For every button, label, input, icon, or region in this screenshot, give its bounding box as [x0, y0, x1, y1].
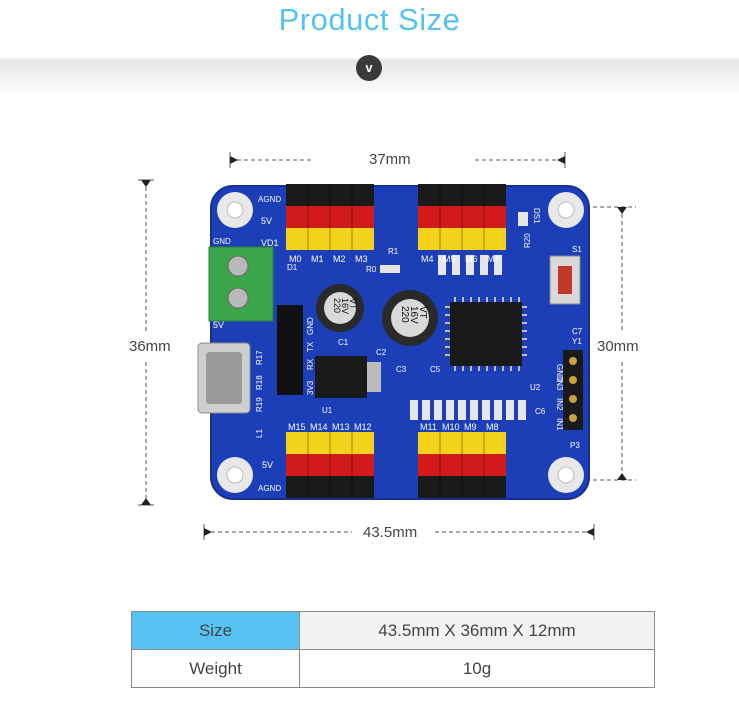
- component-label: C3: [396, 365, 407, 374]
- component-label: GND: [306, 317, 315, 335]
- pin-label-left: AGND: [258, 484, 281, 493]
- component-label: DS1: [532, 208, 541, 224]
- uart-header: [277, 305, 303, 395]
- component-label: Y1: [572, 337, 582, 346]
- component-label: IN3: [555, 378, 564, 391]
- pin-label-top: M1: [311, 254, 324, 264]
- usb-port: [197, 342, 251, 414]
- spec-key: Weight: [131, 649, 300, 688]
- component-label: R19: [255, 397, 264, 412]
- pin-label-bottom: M8: [486, 422, 499, 432]
- spec-table: Size 43.5mm X 36mm X 12mm Weight 10g: [131, 611, 655, 688]
- pin-label-top: M4: [421, 254, 434, 264]
- capacitor-2: [382, 290, 438, 346]
- dimension-height-right: 30mm: [597, 338, 639, 355]
- terminal-block: [208, 246, 274, 322]
- component-label: R17: [255, 350, 264, 365]
- dimension-width-bottom: 43.5mm: [363, 524, 418, 541]
- pin-label-left: AGND: [258, 195, 281, 204]
- component-label: C2: [376, 348, 387, 357]
- component-label: 3V3: [306, 380, 315, 395]
- pin-label-bottom: M9: [464, 422, 477, 432]
- regulator-u1: [315, 356, 367, 398]
- pin-label-top: M0: [289, 254, 302, 264]
- capacitor-label: 220: [332, 298, 342, 313]
- capacitor-label: 16V: [340, 298, 350, 314]
- component-label: R0: [366, 265, 377, 274]
- dimension-width-top: 37mm: [369, 151, 411, 168]
- pin-label-left: 5V: [262, 460, 273, 470]
- pin-label-bottom: M14: [310, 422, 328, 432]
- header-pins-top-left: [286, 184, 374, 250]
- component-label: TX: [306, 341, 315, 352]
- pin-label-left: GND: [213, 237, 231, 246]
- component-label: GND: [555, 364, 564, 382]
- capacitor-label: VT: [417, 306, 428, 319]
- chip-u2: [445, 297, 527, 371]
- component-label: C1: [338, 338, 349, 347]
- component-label: C7: [572, 327, 583, 336]
- pin-label-top: M3: [355, 254, 368, 264]
- component-label: C6: [535, 407, 546, 416]
- component-label: P3: [570, 441, 580, 450]
- component-label: C5: [430, 365, 441, 374]
- header-pins-bottom-right: [418, 432, 506, 498]
- table-row: Size 43.5mm X 36mm X 12mm: [131, 611, 655, 650]
- component-label: L1: [255, 429, 264, 438]
- mounting-holes: [217, 192, 584, 493]
- capacitor-label: 220: [399, 306, 410, 323]
- pin-label-top: M6: [465, 254, 478, 264]
- capacitor-label: 16V: [408, 306, 419, 324]
- chevron-down-icon[interactable]: v: [356, 55, 382, 81]
- dimension-height-left: 36mm: [129, 338, 171, 355]
- pin-label-bottom: M10: [442, 422, 460, 432]
- spec-value: 10g: [299, 649, 655, 688]
- pin-label-bottom: M15: [288, 422, 306, 432]
- pin-label-top: M7: [487, 254, 500, 264]
- pin-label-left: 5V: [213, 320, 224, 330]
- spec-value: 43.5mm X 36mm X 12mm: [299, 611, 655, 650]
- component-label: S1: [572, 245, 582, 254]
- capacitor-label: VT: [348, 298, 358, 310]
- page-title: Product Size: [278, 2, 461, 37]
- pin-label-bottom: M11: [420, 422, 437, 432]
- pin-label-left: VD1: [261, 238, 279, 248]
- component-label: R20: [523, 233, 532, 248]
- component-label: U2: [530, 383, 541, 392]
- pin-label-bottom: M13: [332, 422, 350, 432]
- capacitor-1: [316, 284, 364, 332]
- pin-label-left: 5V: [261, 216, 272, 226]
- component-label: R18: [255, 375, 264, 390]
- component-label: IN2: [555, 398, 564, 411]
- pin-label-bottom: M12: [354, 422, 372, 432]
- table-row: Weight 10g: [131, 649, 655, 688]
- reset-button: [549, 255, 581, 305]
- component-label: U1: [322, 406, 333, 415]
- spec-key: Size: [131, 611, 300, 650]
- component-label: D1: [287, 263, 298, 272]
- header-pins-top-right: [418, 184, 506, 250]
- header-pins-bottom-left: [286, 432, 374, 498]
- component-label: IN1: [555, 418, 564, 431]
- component-label: RX: [306, 358, 315, 370]
- component-label: R1: [388, 247, 399, 256]
- pin-label-top: M2: [333, 254, 346, 264]
- input-header-p3: [563, 350, 583, 430]
- pin-label-top: M5: [443, 254, 456, 264]
